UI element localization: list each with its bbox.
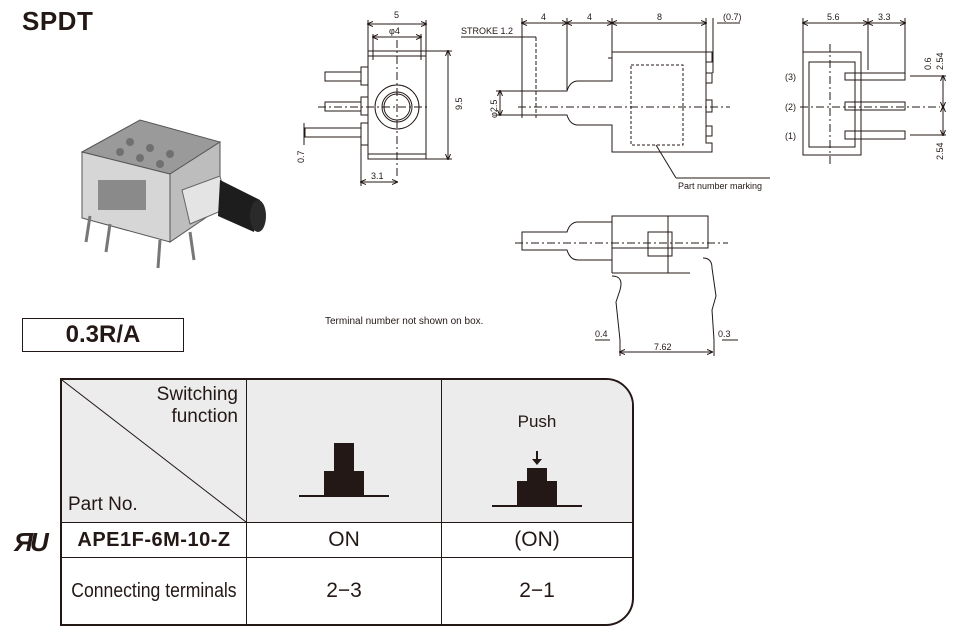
terminals bbox=[84, 215, 196, 269]
dim-len1: 4 bbox=[541, 12, 546, 22]
table-row: Connecting terminals 2−3 2−1 bbox=[62, 558, 632, 624]
dimension-drawings: 5 φ4 9.5 0.7 3.1 STROKE 1.2 4 4 8 (0.7) … bbox=[296, 10, 946, 356]
terminal-3-label: (3) bbox=[785, 72, 796, 82]
dim-len3: 8 bbox=[657, 12, 662, 22]
value-cell: 2−1 bbox=[519, 579, 555, 602]
switching-function-label: Switching function bbox=[156, 384, 238, 427]
dim-pitch-bottom: 2.54 bbox=[935, 142, 945, 160]
dim-stroke: STROKE 1.2 bbox=[461, 26, 513, 36]
dim-height: 9.5 bbox=[454, 97, 464, 110]
rear-view bbox=[800, 18, 946, 165]
page-title: SPDT bbox=[22, 6, 94, 36]
dim-left-pin: 0.4 bbox=[595, 329, 608, 339]
push-label: Push bbox=[517, 412, 557, 431]
table-header-row: Switching function Part No. Push bbox=[62, 380, 632, 523]
dim-pin-width: 0.6 bbox=[923, 57, 933, 70]
rating-badge: 0.3R/A bbox=[22, 318, 184, 352]
terminal-note: Terminal number not shown on box. bbox=[325, 316, 484, 327]
dim-offset: 3.1 bbox=[371, 171, 384, 181]
part-no-label: Part No. bbox=[68, 494, 138, 515]
dim-len4: (0.7) bbox=[723, 12, 742, 22]
button-released-icon bbox=[299, 443, 389, 497]
header-corner-cell: Switching function Part No. bbox=[62, 380, 247, 522]
dim-pin-thickness: 0.7 bbox=[296, 150, 306, 163]
shaft bbox=[181, 175, 266, 232]
connecting-terminals-label-cell: Connecting terminals bbox=[62, 558, 247, 624]
dim-pitch-top: 2.54 bbox=[935, 52, 945, 70]
side-view bbox=[461, 18, 770, 179]
part-number-cell: APE1F-6M-10-Z bbox=[62, 523, 247, 557]
bottom-view bbox=[515, 215, 738, 356]
dim-pin-len: 3.3 bbox=[878, 12, 891, 22]
button-pressed-icon bbox=[492, 451, 582, 507]
product-photo bbox=[80, 119, 266, 269]
header-cell-released bbox=[247, 380, 442, 522]
value-cell: 2−3 bbox=[247, 558, 442, 624]
spec-table: Switching function Part No. Push APE1F bbox=[60, 378, 634, 626]
diagonal-divider bbox=[62, 380, 246, 522]
dim-rear-width: 5.6 bbox=[827, 12, 840, 22]
table-row: APE1F-6M-10-Z ON (ON) bbox=[62, 523, 632, 558]
value-cell: (ON) bbox=[514, 528, 560, 551]
part-number-marking-callout: Part number marking bbox=[678, 181, 762, 191]
value-cell: ON bbox=[247, 523, 442, 557]
dim-shaft-dia: φ4 bbox=[389, 26, 400, 36]
dim-width: 5 bbox=[394, 10, 399, 20]
ul-recognized-icon: ЯU bbox=[14, 527, 49, 557]
terminal-2-label: (2) bbox=[785, 102, 796, 112]
dim-len2: 4 bbox=[587, 12, 592, 22]
dim-right-pin: 0.3 bbox=[718, 329, 731, 339]
dim-shaft-dia-side: φ2.5 bbox=[489, 100, 499, 118]
header-cell-pressed: Push bbox=[442, 380, 632, 522]
terminal-1-label: (1) bbox=[785, 131, 796, 141]
front-view bbox=[303, 20, 452, 186]
dim-pitch: 7.62 bbox=[654, 342, 672, 352]
